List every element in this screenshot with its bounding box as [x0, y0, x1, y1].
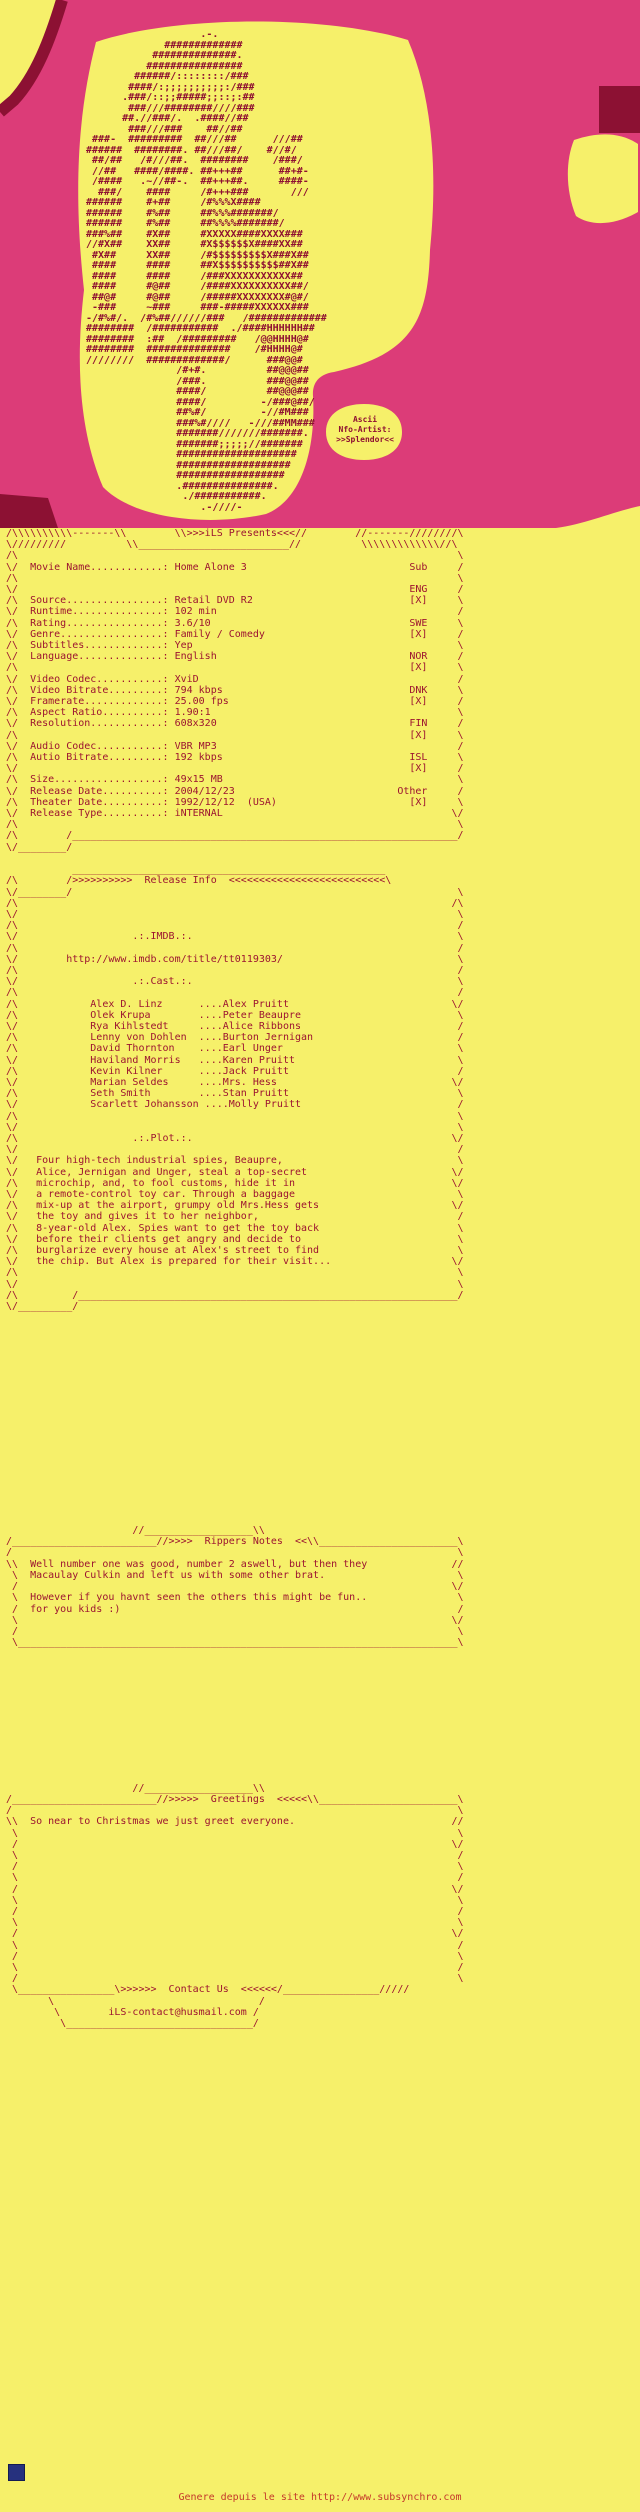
nfo-text: /\\\\\\\\\\-------\\ \\>>>iLS Presents<<… — [6, 528, 464, 2030]
maroon-bottom-left-patch — [0, 494, 58, 528]
footer-link[interactable]: http://www.subsynchro.com — [310, 2492, 462, 2503]
maroon-corner-edge — [0, 0, 68, 117]
artist-credit-line3: >>Splendor<< — [336, 435, 394, 444]
pink-blob-shape — [0, 0, 640, 528]
footer-text: Genere depuis le site — [178, 2492, 305, 2503]
banner-blob-art — [0, 0, 640, 528]
artist-credit: Ascii Nfo-Artist: >>Splendor<< — [328, 415, 402, 445]
artist-credit-line2: Nfo-Artist: — [338, 425, 392, 434]
artist-credit-line1: Ascii — [352, 415, 378, 424]
blue-square-icon — [8, 2464, 25, 2481]
maroon-right-square — [599, 86, 640, 133]
ascii-logo: .-. ############# ##############. ######… — [86, 29, 327, 513]
footer-credit: Genere depuis le site http://www.subsync… — [0, 2492, 640, 2503]
